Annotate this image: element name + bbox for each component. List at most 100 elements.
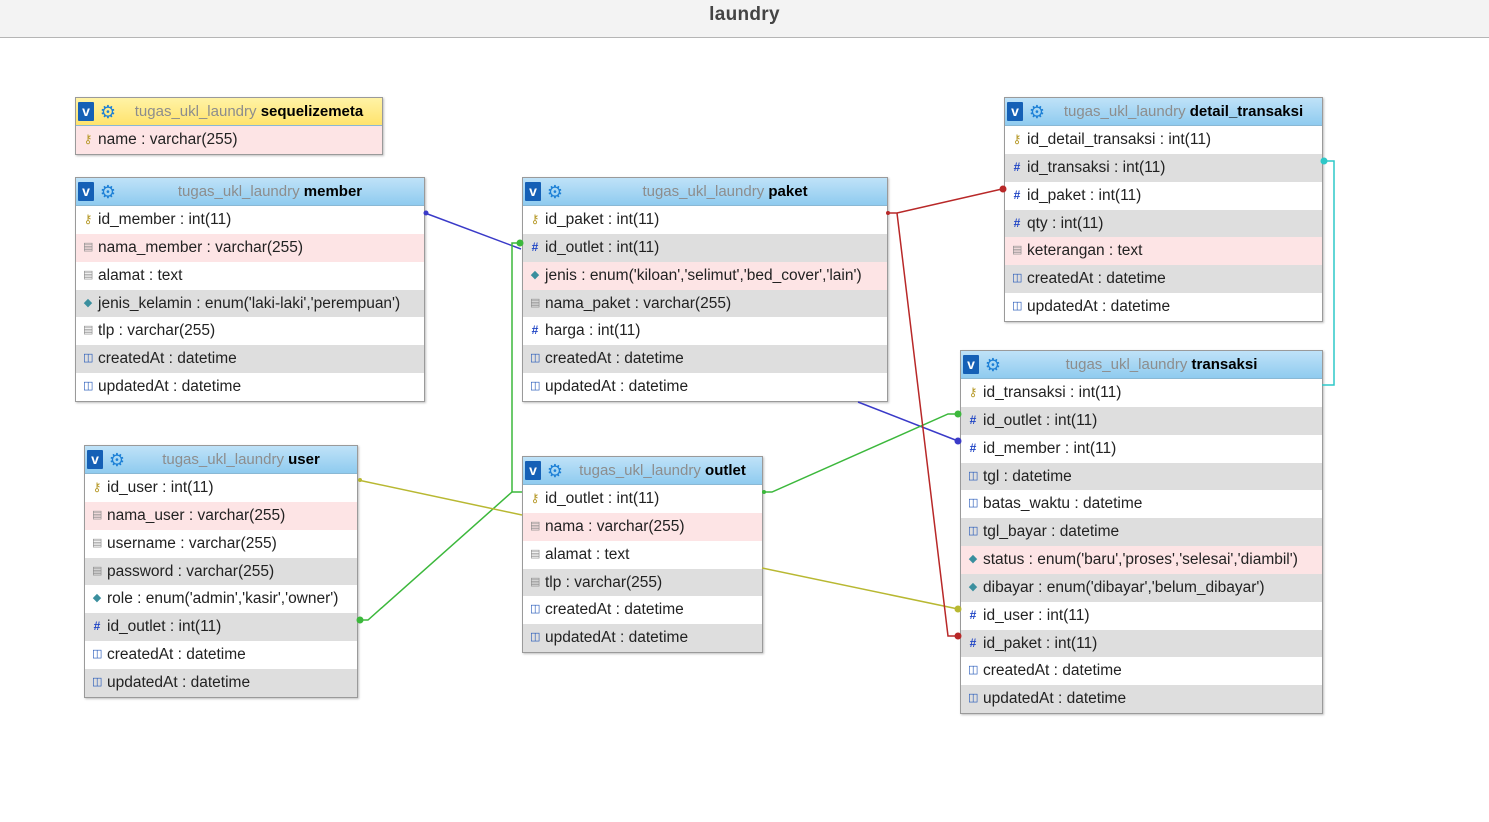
- database-name: tugas_ukl_laundry: [162, 451, 284, 468]
- column-row[interactable]: ◫tgl_bayar : datetime: [961, 518, 1322, 547]
- column-row[interactable]: ◫updatedAt : datetime: [523, 373, 887, 401]
- column-row[interactable]: ⚷id_transaksi : int(11): [961, 379, 1322, 407]
- column-type: int(11): [597, 322, 641, 340]
- column-row[interactable]: ▤nama_member : varchar(255): [76, 233, 424, 262]
- text-type-icon: ▤: [92, 508, 103, 521]
- toggle-columns-button[interactable]: v: [78, 182, 94, 201]
- column-row[interactable]: ◫batas_waktu : datetime: [961, 490, 1322, 519]
- column-row[interactable]: ▤nama_paket : varchar(255): [523, 289, 887, 318]
- toggle-columns-button[interactable]: v: [963, 355, 979, 374]
- column-row[interactable]: ◆jenis_kelamin : enum('laki-laki','perem…: [76, 289, 424, 318]
- gear-icon[interactable]: ⚙: [99, 182, 117, 202]
- column-name: nama_paket: [545, 294, 631, 312]
- table-paket[interactable]: v ⚙ tugas_ukl_laundry paket ⚷id_paket : …: [522, 177, 888, 402]
- relation-paket-transaksi[interactable]: [896, 212, 962, 640]
- relation-outlet-transaksi[interactable]: [762, 410, 962, 495]
- gear-icon[interactable]: ⚙: [546, 182, 564, 202]
- table-sequelizemeta[interactable]: v ⚙ tugas_ukl_laundry sequelizemeta ⚷nam…: [75, 97, 383, 155]
- column-row[interactable]: ◆role : enum('admin','kasir','owner'): [85, 585, 357, 614]
- column-row[interactable]: ▤alamat : text: [523, 540, 762, 569]
- table-header[interactable]: v ⚙ tugas_ukl_laundry outlet: [523, 457, 762, 485]
- column-row[interactable]: ◫createdAt : datetime: [1005, 265, 1322, 294]
- column-row[interactable]: ◫createdAt : datetime: [961, 657, 1322, 686]
- table-outlet[interactable]: v ⚙ tugas_ukl_laundry outlet ⚷id_outlet …: [522, 456, 763, 654]
- column-row[interactable]: #id_transaksi : int(11): [1005, 153, 1322, 182]
- column-type: varchar(255): [188, 534, 277, 552]
- column-row[interactable]: #harga : int(11): [523, 317, 887, 346]
- column-row[interactable]: ▤nama_user : varchar(255): [85, 501, 357, 530]
- column-type: datetime: [1012, 467, 1072, 485]
- column-name: nama: [545, 517, 584, 535]
- column-row[interactable]: ◆dibayar : enum('dibayar','belum_dibayar…: [961, 573, 1322, 602]
- column-row[interactable]: ◆status : enum('baru','proses','selesai'…: [961, 546, 1322, 574]
- gear-icon[interactable]: ⚙: [984, 355, 1002, 375]
- column-row[interactable]: #id_outlet : int(11): [85, 613, 357, 642]
- column-row[interactable]: #id_paket : int(11): [961, 629, 1322, 658]
- text-type-icon: ▤: [530, 547, 541, 560]
- column-row[interactable]: ◫tgl : datetime: [961, 462, 1322, 491]
- relation-paket-detail[interactable]: [886, 185, 1007, 216]
- table-header[interactable]: v ⚙ tugas_ukl_laundry paket: [523, 178, 887, 206]
- column-row[interactable]: ⚷id_paket : int(11): [523, 206, 887, 234]
- column-row[interactable]: ▤keterangan : text: [1005, 237, 1322, 266]
- column-row[interactable]: ◫updatedAt : datetime: [523, 624, 762, 653]
- column-name: status: [983, 551, 1025, 569]
- toggle-columns-button[interactable]: v: [525, 461, 541, 480]
- column-row[interactable]: ▤tlp : varchar(255): [76, 317, 424, 346]
- column-row[interactable]: ⚷id_user : int(11): [85, 474, 357, 502]
- column-row[interactable]: #id_paket : int(11): [1005, 181, 1322, 210]
- column-row[interactable]: ▤password : varchar(255): [85, 557, 357, 586]
- column-row[interactable]: ◫updatedAt : datetime: [961, 685, 1322, 714]
- column-row[interactable]: #id_user : int(11): [961, 601, 1322, 630]
- column-row[interactable]: ◫createdAt : datetime: [85, 641, 357, 669]
- gear-icon[interactable]: ⚙: [108, 450, 126, 470]
- column-row[interactable]: ◫createdAt : datetime: [523, 345, 887, 374]
- toggle-columns-button[interactable]: v: [525, 182, 541, 201]
- table-detail-transaksi[interactable]: v ⚙ tugas_ukl_laundry detail_transaksi ⚷…: [1004, 97, 1323, 322]
- column-row[interactable]: ⚷id_detail_transaksi : int(11): [1005, 126, 1322, 154]
- gear-icon[interactable]: ⚙: [99, 102, 117, 122]
- table-header[interactable]: v ⚙ tugas_ukl_laundry transaksi: [961, 351, 1322, 379]
- column-row[interactable]: #id_member : int(11): [961, 434, 1322, 463]
- column-row[interactable]: ▤username : varchar(255): [85, 529, 357, 558]
- toggle-columns-button[interactable]: v: [1007, 102, 1023, 121]
- column-name: updatedAt: [545, 378, 616, 396]
- text-type-icon: ▤: [530, 296, 541, 309]
- table-member[interactable]: v ⚙ tugas_ukl_laundry member ⚷id_member …: [75, 177, 425, 402]
- table-transaksi[interactable]: v ⚙ tugas_ukl_laundry transaksi ⚷id_tran…: [960, 350, 1323, 715]
- column-row[interactable]: ◆jenis : enum('kiloan','selimut','bed_co…: [523, 261, 887, 290]
- column-row[interactable]: ◫createdAt : datetime: [523, 596, 762, 625]
- table-header[interactable]: v ⚙ tugas_ukl_laundry user: [85, 446, 357, 474]
- column-name: updatedAt: [983, 690, 1054, 708]
- table-name: user: [288, 451, 320, 468]
- datetime-type-icon: ◫: [530, 631, 541, 644]
- toggle-columns-button[interactable]: v: [87, 450, 103, 469]
- gear-icon[interactable]: ⚙: [1028, 102, 1046, 122]
- column-row[interactable]: #id_outlet : int(11): [523, 233, 887, 262]
- column-row[interactable]: ◫createdAt : datetime: [76, 345, 424, 374]
- column-row[interactable]: ◫updatedAt : datetime: [1005, 293, 1322, 321]
- column-row[interactable]: ▤alamat : text: [76, 261, 424, 290]
- key-icon: ⚷: [530, 491, 540, 505]
- column-row[interactable]: ◫updatedAt : datetime: [85, 668, 357, 697]
- column-row[interactable]: #qty : int(11): [1005, 209, 1322, 238]
- toggle-columns-button[interactable]: v: [78, 102, 94, 121]
- table-header[interactable]: v ⚙ tugas_ukl_laundry member: [76, 178, 424, 206]
- table-header[interactable]: v ⚙ tugas_ukl_laundry detail_transaksi: [1005, 98, 1322, 126]
- gear-icon[interactable]: ⚙: [546, 461, 564, 481]
- table-user[interactable]: v ⚙ tugas_ukl_laundry user ⚷id_user : in…: [84, 445, 358, 698]
- column-row[interactable]: ▤tlp : varchar(255): [523, 568, 762, 597]
- column-type: datetime: [1062, 662, 1122, 680]
- column-row[interactable]: #id_outlet : int(11): [961, 406, 1322, 435]
- column-name: keterangan: [1027, 242, 1105, 260]
- column-name: id_outlet: [107, 618, 166, 636]
- column-row[interactable]: ⚷id_member : int(11): [76, 206, 424, 234]
- number-type-icon: #: [969, 412, 977, 427]
- relation-outlet-user[interactable]: [356, 491, 513, 624]
- column-row[interactable]: ⚷id_outlet : int(11): [523, 485, 762, 513]
- column-type: int(11): [170, 479, 214, 496]
- column-row[interactable]: ◫updatedAt : datetime: [76, 373, 424, 401]
- column-row[interactable]: ⚷name : varchar(255): [76, 126, 382, 154]
- column-row[interactable]: ▤nama : varchar(255): [523, 512, 762, 541]
- table-header[interactable]: v ⚙ tugas_ukl_laundry sequelizemeta: [76, 98, 382, 126]
